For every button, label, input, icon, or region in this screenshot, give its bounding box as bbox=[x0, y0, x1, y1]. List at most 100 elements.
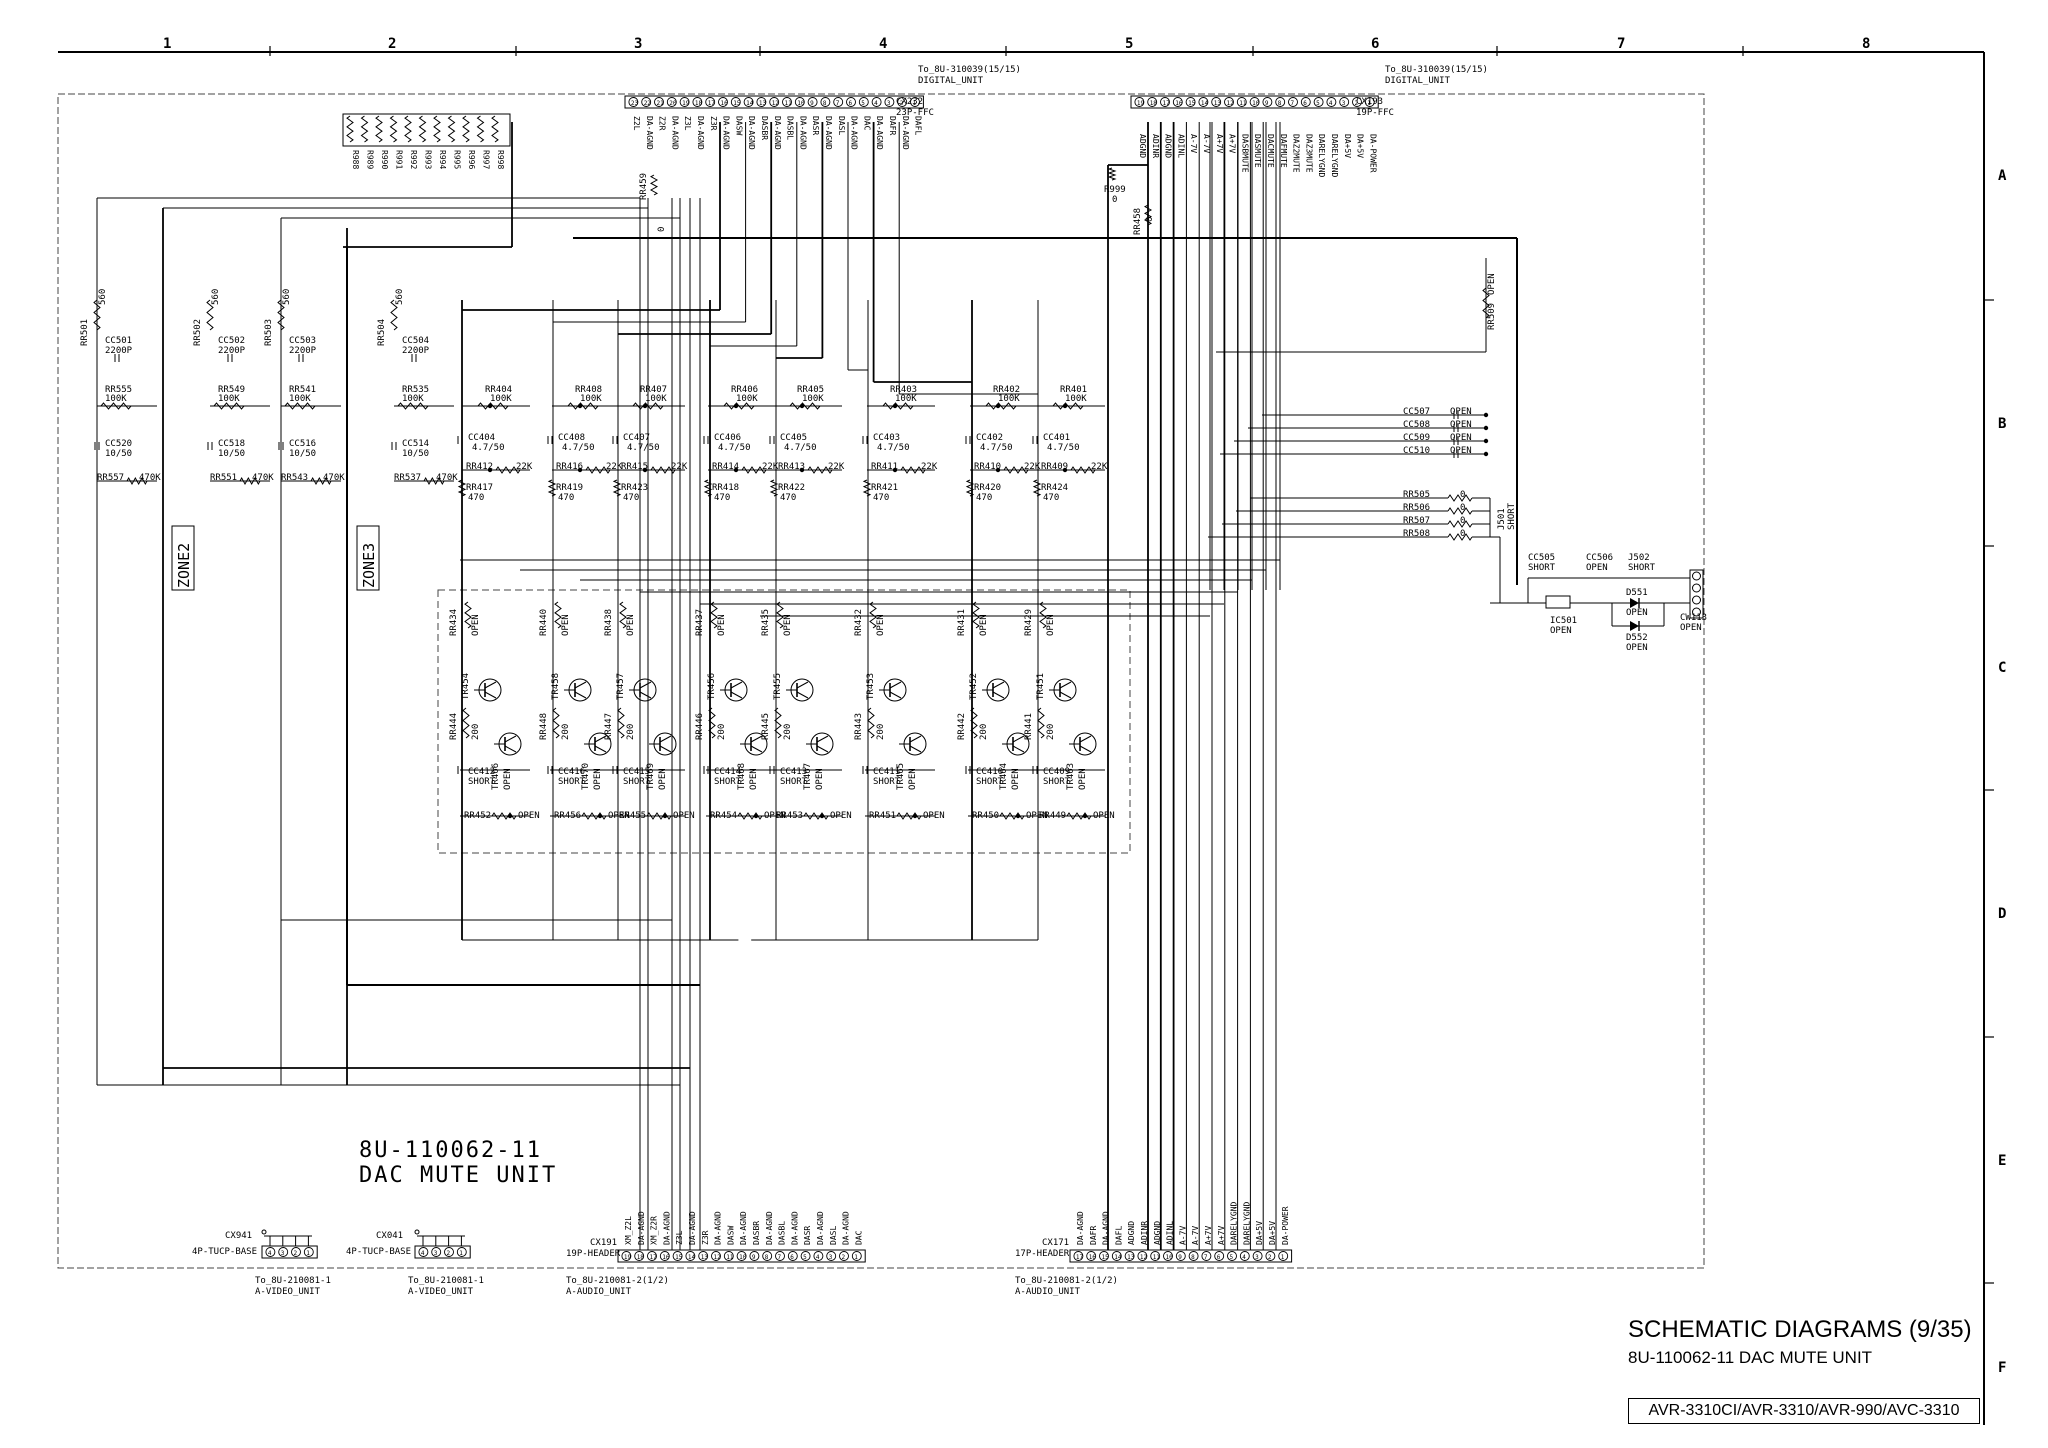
mute-capacitor-value: SHORT bbox=[976, 777, 1004, 787]
cx193-pin-label: ADINR bbox=[1151, 134, 1160, 158]
cx171-pin-number: 1 bbox=[1281, 1254, 1285, 1261]
cx171-pin-label: ADGND bbox=[1127, 1221, 1136, 1245]
zone-capacitor-value: 2200P bbox=[218, 346, 246, 356]
cx171-pin-label: A+7V bbox=[1217, 1226, 1226, 1245]
zero-resistor-value: 0 bbox=[1460, 516, 1465, 526]
junction-dot bbox=[1062, 403, 1068, 409]
zone-resistor bbox=[93, 299, 101, 331]
rr509-value: OPEN bbox=[1487, 273, 1497, 295]
mute-resistor-value: 200 bbox=[626, 724, 636, 740]
channel-resistor-value: 22K bbox=[1024, 462, 1041, 472]
cx232-pin bbox=[628, 97, 639, 107]
channel-resistor bbox=[547, 479, 557, 497]
cx232-pin bbox=[871, 97, 882, 107]
cx232-pin-label: Z2L bbox=[632, 116, 641, 131]
array-resistor bbox=[491, 115, 499, 143]
cx232-pin-number: 5 bbox=[861, 100, 865, 107]
cx191-pin-label: DA-AGND bbox=[714, 1211, 723, 1245]
junction-dot bbox=[1082, 813, 1088, 819]
cx193-pin-label: ADGND bbox=[1164, 134, 1173, 158]
cw113-pin bbox=[1692, 607, 1701, 617]
cx171-pin-number: 8 bbox=[1191, 1254, 1195, 1261]
array-resistor bbox=[404, 115, 412, 143]
zone-resistor bbox=[390, 299, 398, 331]
grid-row-label: A bbox=[1998, 168, 2007, 184]
channel-resistor-value: 470 bbox=[623, 493, 639, 503]
channel-ecap-ref: CC407 bbox=[623, 433, 650, 443]
cx191-to-2: A-AUDIO_UNIT bbox=[566, 1287, 632, 1297]
cx191-pin-number: 12 bbox=[714, 1254, 722, 1261]
channel-resistor bbox=[862, 479, 872, 497]
cx191-pin-label: DA-AGND bbox=[765, 1211, 774, 1245]
zone-ecap-value: 10/50 bbox=[218, 449, 245, 459]
cx232-pin-label: Z3R bbox=[709, 116, 718, 131]
r999-value: 0 bbox=[1112, 195, 1117, 205]
mute-capacitor-ref: CC413 bbox=[780, 767, 807, 777]
cx232-pin-number: 16 bbox=[721, 100, 729, 107]
cx232-pin-label: DA-AGND bbox=[901, 116, 910, 150]
cx193-pin bbox=[1211, 97, 1222, 107]
cx193-pin bbox=[1339, 97, 1350, 107]
cx191-pin-label: XM_Z2R bbox=[650, 1216, 659, 1245]
zone3-label: ZONE3 bbox=[360, 543, 378, 588]
sheet-title: SCHEMATIC DIAGRAMS (9/35) bbox=[1628, 1316, 1972, 1343]
mute-transistor-ref: TR466 bbox=[491, 763, 501, 790]
cx232-pin-number: 18 bbox=[695, 100, 703, 107]
junction-dot bbox=[733, 403, 739, 409]
mute-resistor-ref: RR443 bbox=[854, 713, 864, 740]
channel-resistor-value: 470 bbox=[780, 493, 796, 503]
cx191-pin bbox=[711, 1251, 721, 1261]
cx193-pin bbox=[1172, 97, 1183, 107]
channel-resistor bbox=[457, 479, 467, 497]
cx232-body bbox=[624, 95, 924, 109]
channel-resistor-ref: RR417 bbox=[466, 483, 493, 493]
cx232-pin-label: DAC bbox=[862, 116, 871, 131]
cx171-pin-number: 13 bbox=[1127, 1254, 1135, 1261]
mute-resistor-ref: RR440 bbox=[539, 609, 549, 636]
cx232-pin-number: 2 bbox=[900, 100, 904, 107]
channel-ecap-ref: CC401 bbox=[1043, 433, 1070, 443]
cx232-pin-number: 11 bbox=[785, 100, 793, 107]
cx232-pin-label: DASW bbox=[734, 116, 743, 135]
mute-resistor-ref: RR447 bbox=[604, 713, 614, 740]
zone-resistor-ref: RR541 bbox=[289, 385, 316, 395]
cx191-pin bbox=[762, 1251, 773, 1261]
array-resistor-ref: R995 bbox=[453, 150, 462, 169]
junction-dot bbox=[912, 813, 918, 819]
components: RR501560CC5012200PRR555100KCC52010/50RR5… bbox=[80, 167, 1155, 821]
junction-dot bbox=[753, 813, 759, 819]
channel-resistor-value: 470 bbox=[873, 493, 889, 503]
zone3-box bbox=[356, 525, 380, 591]
cx232-pin-number: 21 bbox=[657, 100, 665, 107]
mute-resistor-ref: RR444 bbox=[449, 713, 459, 740]
mute-resistor bbox=[708, 707, 716, 739]
cx193-pin-label: DAFMUTE bbox=[1279, 134, 1288, 168]
channel-resistor bbox=[612, 479, 622, 497]
mute-transistor bbox=[909, 735, 922, 743]
channel-resistor-ref: RR414 bbox=[712, 462, 739, 472]
cx041-pin bbox=[431, 1247, 442, 1257]
mute-resistor bbox=[867, 707, 875, 739]
cx232-pin-label: DA-AGND bbox=[645, 116, 654, 150]
cx232-ref: CX232 bbox=[896, 97, 923, 107]
channel-resistor-value: 22K bbox=[606, 462, 623, 472]
cx193-pin bbox=[1313, 97, 1324, 107]
cx171-pin bbox=[1086, 1251, 1097, 1261]
open-capacitor-value: OPEN bbox=[1450, 407, 1472, 417]
mute-resistor bbox=[710, 601, 718, 629]
rr458 bbox=[1143, 204, 1153, 226]
resistor-array-body bbox=[342, 113, 511, 147]
zone-resistor-value: 100K bbox=[289, 394, 311, 404]
cx941-to-1: To_8U-210081-1 bbox=[255, 1276, 331, 1286]
channel-resistor-value: 22K bbox=[762, 462, 779, 472]
mute-transistor-value: OPEN bbox=[749, 768, 759, 790]
array-resistor bbox=[418, 115, 427, 143]
cx171-pin-label: DA+5V bbox=[1255, 1221, 1264, 1245]
cx191-pin bbox=[851, 1251, 862, 1261]
cx232-pin-number: 7 bbox=[836, 100, 840, 107]
mute-transistor bbox=[816, 735, 829, 743]
junction-dot bbox=[799, 403, 805, 409]
